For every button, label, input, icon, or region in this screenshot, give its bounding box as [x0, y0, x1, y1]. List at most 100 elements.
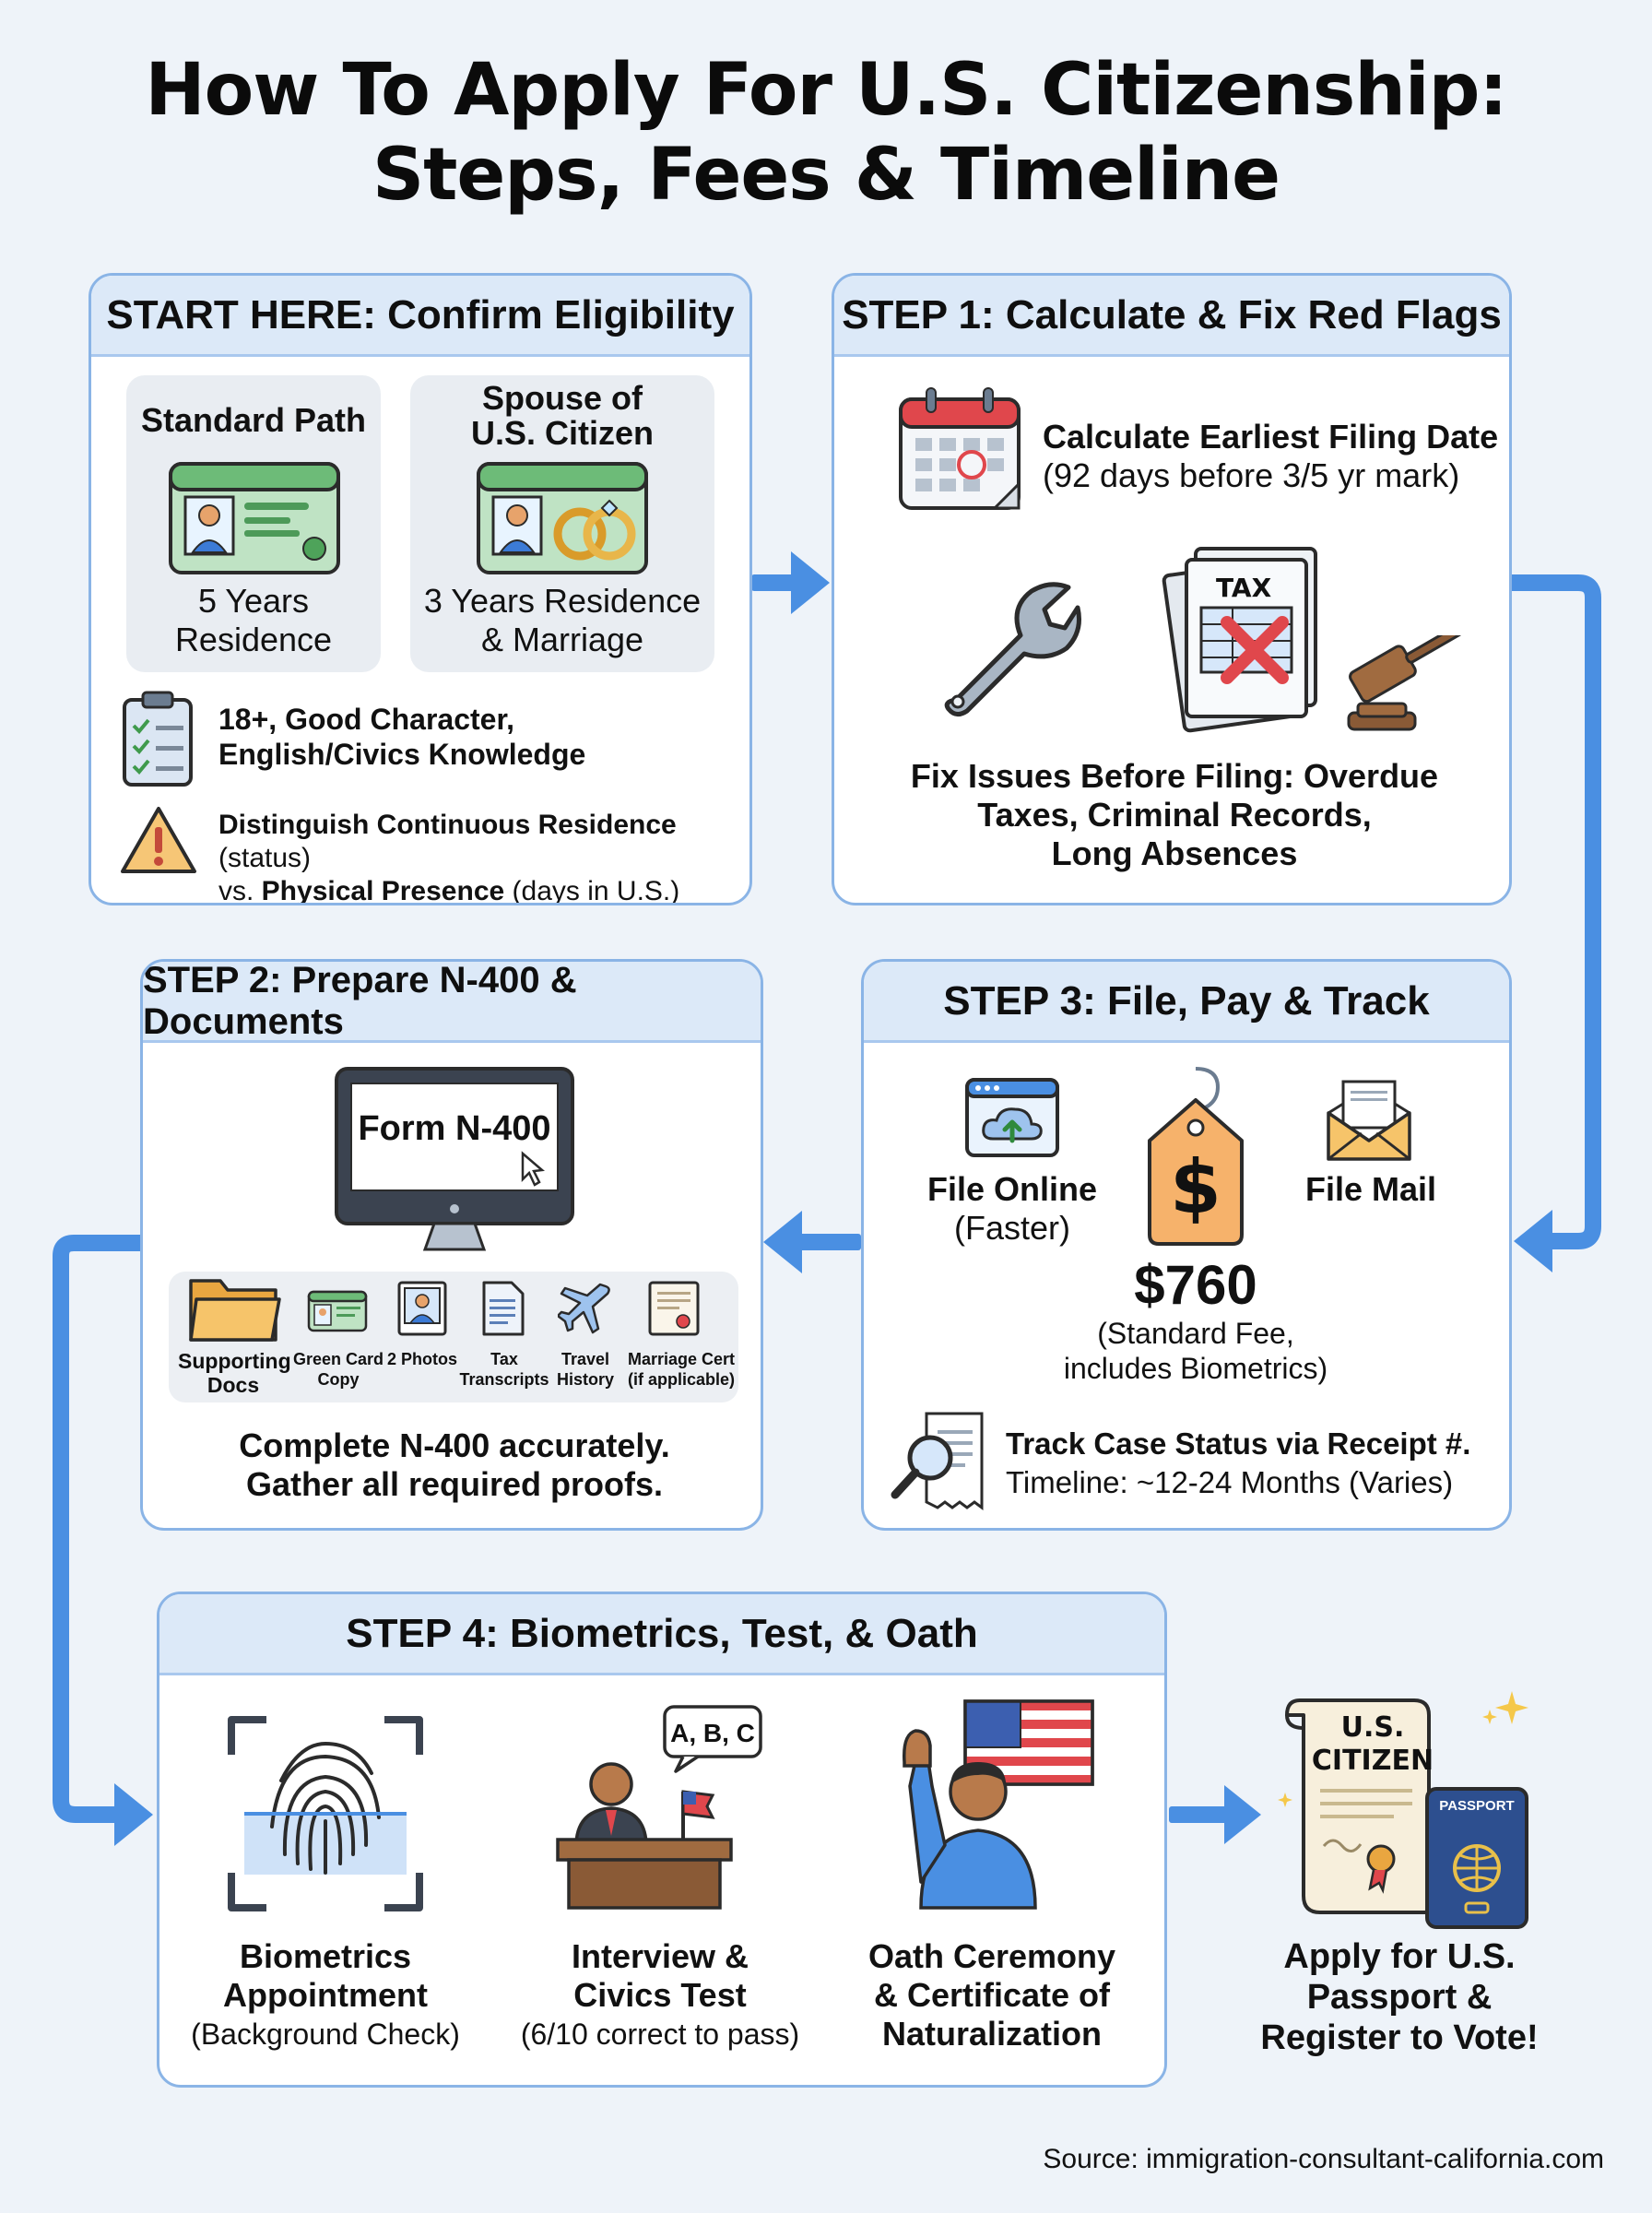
step2-header: STEP 2: Prepare N-400 & Documents — [143, 962, 761, 1043]
standard-path-title: Standard Path — [140, 401, 367, 439]
eligibility-panel: START HERE: Confirm Eligibility Standard… — [88, 273, 752, 905]
step3-header: STEP 3: File, Pay & Track — [864, 962, 1509, 1043]
interview-sub: (6/10 correct to pass) — [520, 2018, 800, 2051]
page-title: How To Apply For U.S. Citizenship: Steps… — [0, 48, 1652, 218]
doc-label-photos: 2 Photos — [383, 1349, 462, 1369]
speech-bubble-text: A, B, C — [670, 1719, 755, 1747]
passport-label: PASSPORT — [1439, 1798, 1515, 1814]
calc-subtitle: (92 days before 3/5 yr mark) — [1043, 456, 1460, 494]
airplane-icon — [558, 1283, 610, 1334]
doc-label-marriage: Marriage Cert (if applicable) — [622, 1349, 740, 1390]
warning-text: Distinguish Continuous Residence (status… — [218, 809, 749, 905]
step2-summary-line2: Gather all required proofs. — [245, 1465, 664, 1503]
requirements-line1: 18+, Good Character, — [218, 703, 515, 736]
file-mail-title: File Mail — [1304, 1170, 1437, 1208]
arrow-step1-to-step3 — [1512, 574, 1601, 1272]
tax-document-icon — [1162, 547, 1317, 733]
spouse-title-line1: Spouse of — [481, 379, 643, 417]
final-action-text: Apply for U.S. Passport & Register to Vo… — [1215, 1936, 1584, 2058]
arrow-step3-to-step2 — [763, 1211, 861, 1273]
green-card-rings-icon — [477, 462, 648, 574]
track-subtitle: Timeline: ~12-24 Months (Varies) — [1006, 1465, 1454, 1499]
two-photos-icon — [397, 1281, 447, 1336]
title-line-1: How To Apply For U.S. Citizenship: — [145, 49, 1507, 132]
step2-summary: Complete N-400 accurately. Gather all re… — [143, 1426, 761, 1504]
biometrics-title-line2: Appointment — [223, 1976, 428, 2014]
fee-sub-line2: includes Biometrics) — [1063, 1352, 1328, 1385]
step2-summary-line1: Complete N-400 accurately. — [239, 1426, 670, 1464]
monitor-screen-text: Form N-400 — [358, 1109, 551, 1148]
green-card-copy-icon — [307, 1290, 368, 1332]
spouse-path-desc: 3 Years Residence & Marriage — [410, 582, 714, 659]
doc-label-tax: Tax Transcripts — [458, 1349, 550, 1390]
step4-header: STEP 4: Biometrics, Test, & Oath — [159, 1594, 1164, 1675]
dollar-symbol: $ — [1170, 1144, 1221, 1230]
fee-subtext: (Standard Fee, includes Biometrics) — [965, 1316, 1426, 1386]
interview-title-line2: Civics Test — [573, 1976, 747, 2014]
oath-title-line2: & Certificate of — [873, 1976, 1111, 2014]
tax-label: TAX — [1216, 573, 1272, 603]
spouse-path-card: Spouse of U.S. Citizen 3 Years Residence… — [410, 375, 714, 672]
arrow-step2-to-step4 — [53, 1235, 153, 1846]
standard-path-desc: 5 Years Residence — [126, 582, 381, 659]
oath-title-line3: Naturalization — [881, 2015, 1103, 2053]
fix-line3: Long Absences — [1051, 834, 1298, 872]
mail-envelope-icon — [1327, 1080, 1411, 1161]
folder-icon — [189, 1279, 281, 1342]
fee-sub-line1: (Standard Fee, — [1097, 1317, 1294, 1350]
warning-bold-2: Physical Presence — [261, 876, 505, 905]
interview-title: Interview & Civics Test — [497, 1937, 823, 2015]
warning-icon — [121, 807, 196, 873]
computer-monitor-icon — [335, 1067, 574, 1251]
certificate-line1: U.S. — [1340, 1711, 1405, 1744]
oath-title-line1: Oath Ceremony — [867, 1937, 1116, 1975]
requirements-text: 18+, Good Character, English/Civics Know… — [218, 702, 735, 772]
calc-title: Calculate Earliest Filing Date — [1043, 418, 1499, 456]
spouse-path-title: Spouse of U.S. Citizen — [410, 381, 714, 451]
fix-issues-text: Fix Issues Before Filing: Overdue Taxes,… — [834, 757, 1509, 873]
step4-panel: STEP 4: Biometrics, Test, & Oath Biometr… — [157, 1592, 1167, 2088]
arrow-eligibility-to-step1 — [751, 551, 830, 614]
doc-label-green-card-line2: Copy — [317, 1370, 360, 1389]
requirements-line2: English/Civics Knowledge — [218, 738, 586, 771]
green-card-icon — [169, 462, 340, 574]
doc-label-marriage-line2: (if applicable) — [627, 1370, 735, 1389]
warning-normal-2: vs. — [218, 876, 262, 905]
warning-normal-1: (status) — [218, 843, 312, 873]
doc-label-green-card-line1: Green Card — [292, 1350, 384, 1368]
gavel-icon — [1347, 635, 1463, 731]
doc-label-supporting-line2: Docs — [206, 1373, 260, 1397]
spouse-desc-line1: 3 Years Residence — [423, 582, 702, 620]
file-online-title: File Online — [926, 1170, 1098, 1208]
arrow-step4-to-final — [1169, 1785, 1261, 1844]
warning-normal-3: (days in U.S.) — [504, 876, 680, 905]
fix-line2: Taxes, Criminal Records, — [977, 796, 1372, 834]
doc-label-supporting-line1: Supporting — [178, 1349, 291, 1373]
doc-label-tax-line2: Transcripts — [459, 1370, 549, 1389]
step1-header: STEP 1: Calculate & Fix Red Flags — [834, 276, 1509, 357]
citizen-certificate-passport-icon — [1278, 1691, 1528, 1929]
marriage-cert-icon — [648, 1281, 700, 1336]
wrench-icon — [944, 582, 1081, 716]
file-online-sub: (Faster) — [954, 1209, 1070, 1247]
doc-label-marriage-line1: Marriage Cert — [627, 1350, 736, 1368]
file-online-icon — [965, 1078, 1059, 1157]
eligibility-header: START HERE: Confirm Eligibility — [91, 276, 749, 357]
doc-label-supporting: Supporting Docs — [178, 1349, 291, 1397]
step2-panel: STEP 2: Prepare N-400 & Documents Form N… — [140, 959, 763, 1531]
fix-line1: Fix Issues Before Filing: Overdue — [910, 757, 1439, 795]
doc-label-photos-line1: 2 Photos — [386, 1350, 457, 1368]
oath-title: Oath Ceremony & Certificate of Naturaliz… — [840, 1937, 1144, 2053]
final-line2: Passport & — [1306, 1978, 1493, 2017]
receipt-search-icon — [891, 1412, 984, 1510]
biometrics-title-line1: Biometrics — [239, 1937, 412, 1975]
biometrics-sub: (Background Check) — [191, 2018, 460, 2051]
standard-path-card: Standard Path 5 Years Residence — [126, 375, 381, 672]
standard-path-desc-line2: Residence — [174, 621, 333, 658]
certificate-line2: CITIZEN — [1311, 1745, 1434, 1777]
doc-label-travel: Travel History — [545, 1349, 626, 1390]
oath-flag-person-icon — [903, 1699, 1094, 1910]
final-line3: Register to Vote! — [1260, 2018, 1539, 2057]
step3-panel: STEP 3: File, Pay & Track File Online (F… — [861, 959, 1512, 1531]
doc-label-travel-line2: History — [556, 1370, 614, 1389]
